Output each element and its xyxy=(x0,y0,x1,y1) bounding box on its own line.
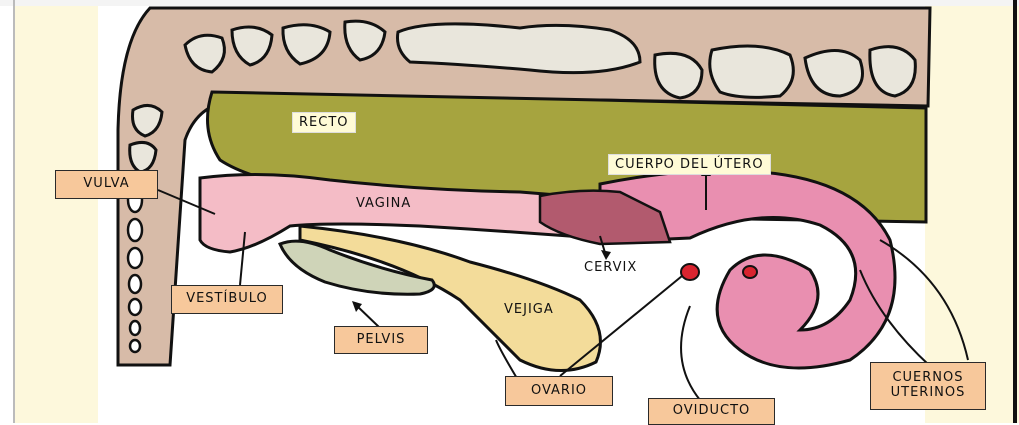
label-vejiga: VEJIGA xyxy=(504,302,554,317)
label-cervix: CERVIX xyxy=(584,260,637,275)
label-recto: RECTO xyxy=(292,112,356,133)
label-cuerpo-utero: CUERPO DEL ÚTERO xyxy=(608,154,771,175)
ovaries xyxy=(681,264,757,280)
box-pelvis: PELVIS xyxy=(334,326,428,354)
label-vagina: VAGINA xyxy=(356,196,411,211)
box-vulva: VULVA xyxy=(55,170,158,199)
box-ovario: OVARIO xyxy=(505,376,613,406)
box-oviducto: OVIDUCTO xyxy=(648,398,775,425)
box-cuernos-uterinos: CUERNOS UTERINOS xyxy=(870,362,986,410)
box-vestibulo: VESTÍBULO xyxy=(171,285,283,314)
